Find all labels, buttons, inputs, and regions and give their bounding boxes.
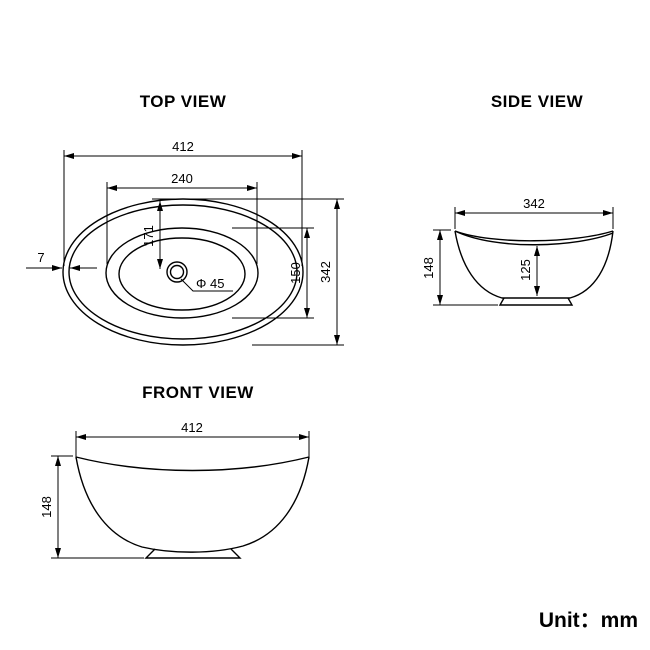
side-view-title: SIDE VIEW	[491, 92, 584, 111]
dim-top-171: 171	[141, 201, 163, 269]
dim-side-342: 342	[454, 196, 614, 229]
top-view: TOP VIEW 412 240	[26, 92, 344, 346]
front-view-title: FRONT VIEW	[142, 383, 254, 402]
top-view-title: TOP VIEW	[140, 92, 227, 111]
dim-side-148: 148	[421, 229, 498, 306]
dim-label-125: 125	[518, 259, 533, 281]
dim-label-240: 240	[171, 171, 193, 186]
front-view-basin-outline	[75, 456, 310, 559]
unit-label: Unit：mm	[539, 609, 638, 632]
drain-callout: Φ 45	[180, 276, 233, 292]
dim-label-412: 412	[172, 139, 194, 154]
dim-top-412: 412	[63, 139, 303, 266]
drain-inner-circle	[169, 264, 185, 280]
dim-label-7: 7	[37, 250, 44, 265]
dim-top-342: 342	[318, 199, 340, 345]
dim-label-342: 342	[318, 261, 333, 283]
rim-front-curve	[75, 456, 310, 472]
dim-side-125: 125	[518, 246, 540, 296]
bowl-silhouette	[454, 230, 614, 299]
dim-label-342: 342	[523, 196, 545, 211]
dim-front-148: 148	[39, 455, 144, 559]
bowl-silhouette	[75, 456, 310, 553]
rim-front-curve	[454, 230, 614, 242]
dim-label-148: 148	[39, 496, 54, 518]
dim-top-240: 240	[106, 171, 258, 264]
top-view-basin-outline	[62, 198, 304, 346]
side-view: SIDE VIEW 342 148 125	[421, 92, 614, 306]
dim-top-7: 7	[26, 250, 97, 271]
foot-outline	[498, 297, 574, 306]
drain-outer-circle	[166, 261, 188, 283]
dim-front-412: 412	[75, 420, 310, 459]
foot-outline	[144, 548, 242, 559]
inner-rim-ellipse	[68, 204, 298, 340]
front-view: FRONT VIEW 412 148	[39, 383, 310, 559]
bowl-top-ellipse	[105, 227, 259, 319]
dim-label-150: 150	[288, 262, 303, 284]
leader-line	[180, 278, 233, 292]
dim-top-150: 150	[232, 227, 314, 319]
bowl-bottom-ellipse	[118, 237, 246, 311]
dim-label-412: 412	[181, 420, 203, 435]
rim-back-curve	[454, 230, 614, 246]
dim-label-148: 148	[421, 257, 436, 279]
dim-label-171: 171	[141, 225, 156, 247]
side-view-basin-outline	[454, 230, 614, 306]
dim-label-drain: Φ 45	[196, 276, 224, 291]
